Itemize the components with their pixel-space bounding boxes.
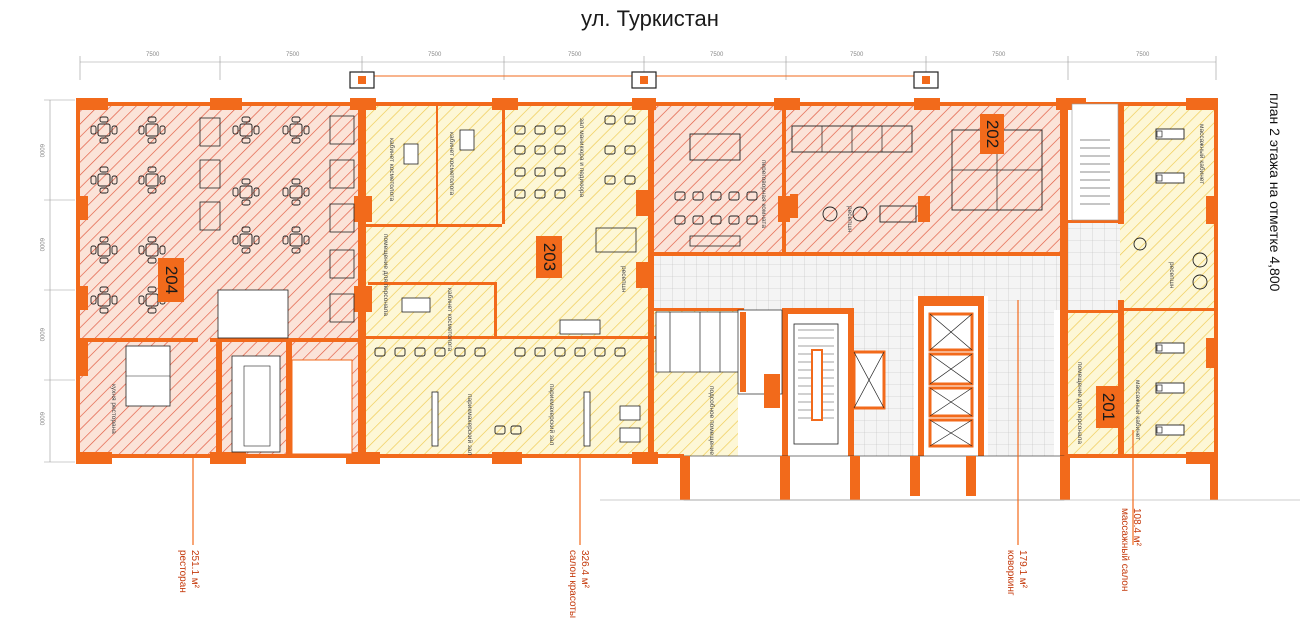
plan-title: план 2 этажа на отметке 4,800 xyxy=(1267,93,1283,292)
dim-4: 7500 xyxy=(568,52,582,58)
room-hair-hall-2: парикмахерский зал xyxy=(548,384,555,446)
dim-2: 7500 xyxy=(286,52,300,58)
room-massage-2: массажный кабинет xyxy=(1134,380,1141,441)
room-cosmetologist-2: кабинет косметолога xyxy=(448,132,455,196)
unit-badge-202: 202 xyxy=(980,114,1004,154)
room-massage-1: массажный кабинет xyxy=(1198,124,1205,185)
dim-7: 7500 xyxy=(992,52,1006,58)
room-reception-203: ресепшн xyxy=(620,266,627,293)
room-cosmetologist-3: кабинет косметолога xyxy=(446,288,453,352)
dim-3: 7500 xyxy=(428,52,442,58)
dim-5: 7500 xyxy=(710,52,724,58)
room-reception-201: ресепшн xyxy=(1168,262,1175,289)
room-kitchen: кухня ресторана xyxy=(110,384,117,434)
dim-8: 7500 xyxy=(1136,52,1150,58)
room-hair-hall: парикмахерский зал xyxy=(466,394,473,456)
dimv-4: 6000 xyxy=(38,412,44,426)
room-meeting: переговорная комната xyxy=(760,160,767,228)
dimv-1: 6000 xyxy=(38,144,44,158)
street-name: ул. Туркистан xyxy=(581,6,719,31)
dimv-2: 6000 xyxy=(38,238,44,252)
room-manicure: зал маникюра и педикюра xyxy=(578,118,585,198)
unit-badge-201: 201 xyxy=(1096,386,1120,428)
room-reception-202: ресепшн xyxy=(846,206,853,233)
room-utility: подсобное помещение xyxy=(708,386,715,456)
unit-badge-204: 204 xyxy=(158,258,184,302)
dimv-3: 6000 xyxy=(38,328,44,342)
unit-badge-203: 203 xyxy=(536,236,562,278)
dim-1: 7500 xyxy=(146,52,160,58)
dim-6: 7500 xyxy=(850,52,864,58)
room-staff-201: помещение для персонала xyxy=(1076,362,1083,444)
room-staff-203: помещение для персонала xyxy=(382,234,389,316)
room-cosmetologist-1: кабинет косметолога xyxy=(388,138,395,202)
